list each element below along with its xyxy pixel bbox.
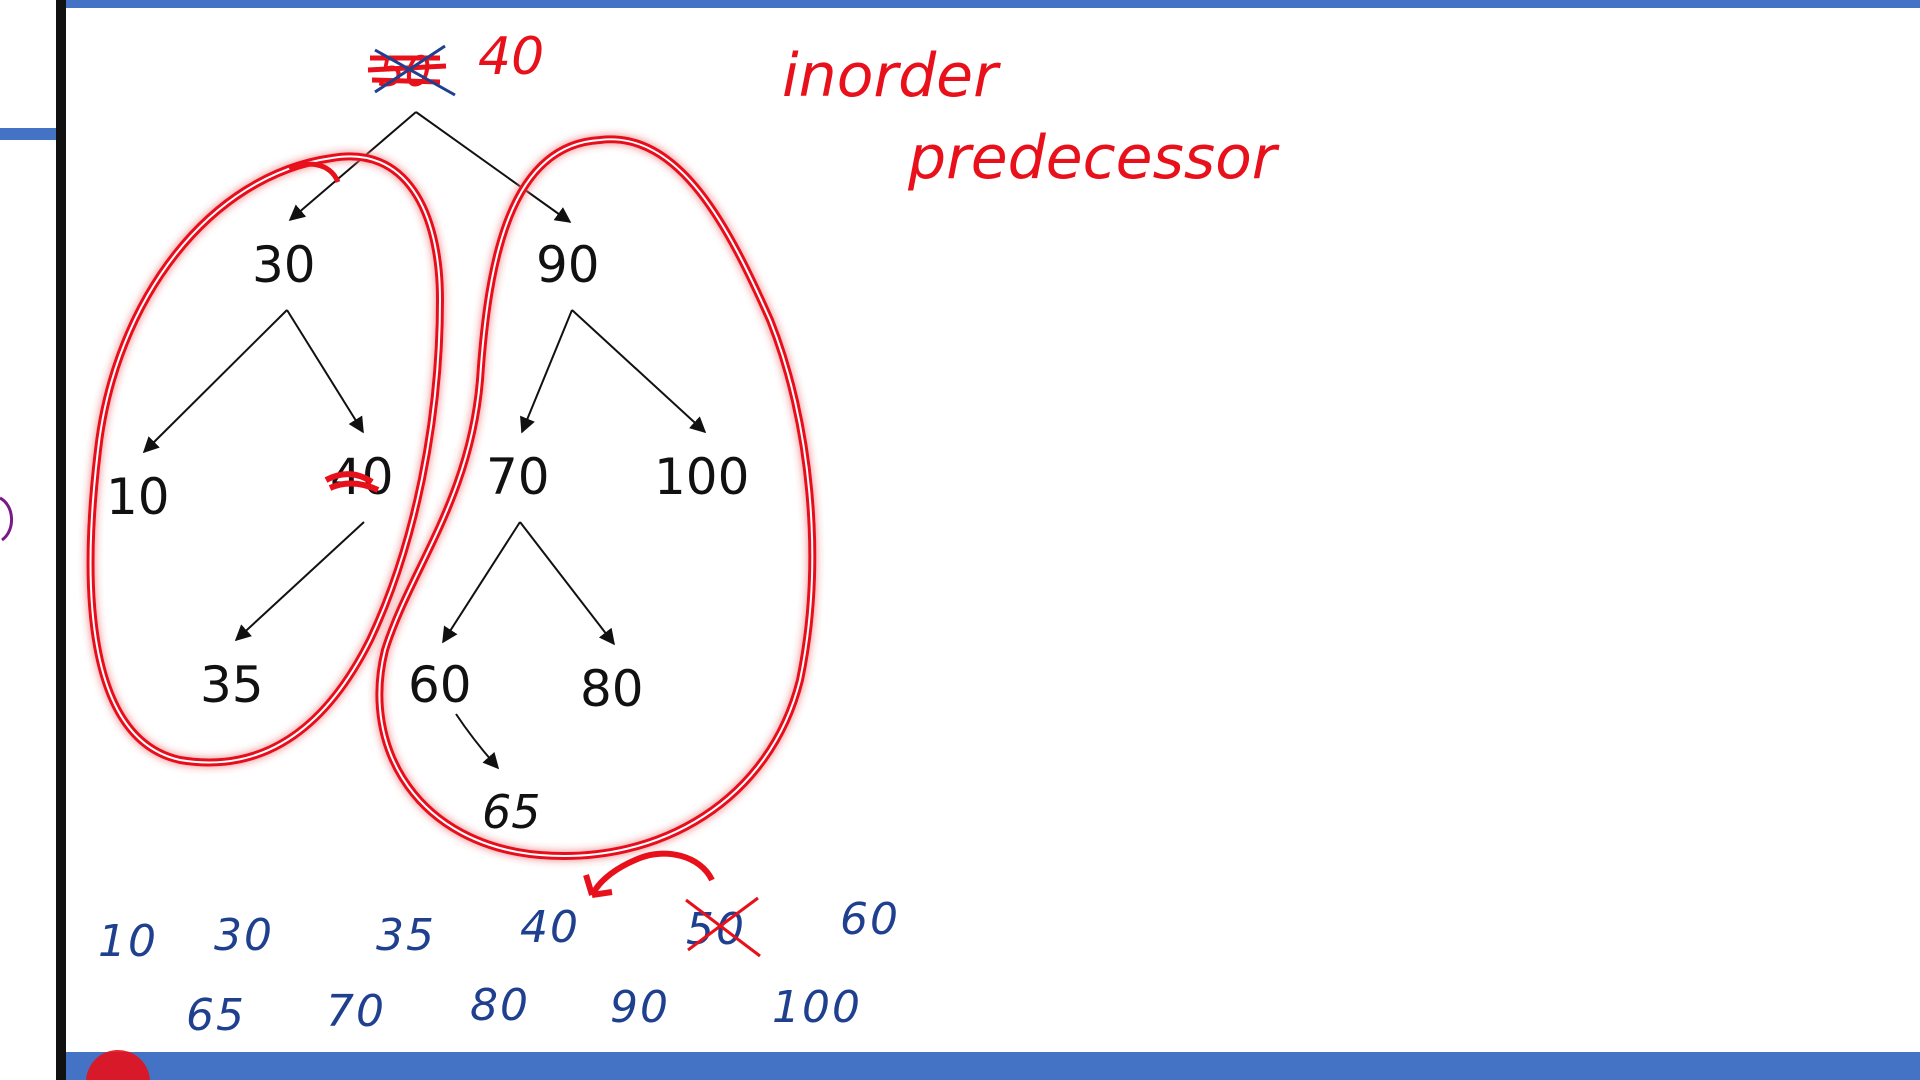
seq-item: 65: [186, 990, 246, 1041]
annotation: inorder predecessor: [782, 41, 1280, 193]
annotation-predecessor: predecessor: [907, 123, 1280, 193]
edge-90-100: [571, 309, 707, 434]
seq-item: 100: [772, 982, 862, 1033]
edge-root-30: [288, 111, 417, 222]
red-curved-arrow: [583, 850, 715, 898]
annotation-inorder: inorder: [782, 41, 1001, 111]
inorder-sequence: 10 30 35 40 50 60 65 70 80 90 100: [98, 894, 900, 1041]
seq-item: 60: [840, 894, 900, 945]
root-new-value: 40: [478, 27, 544, 87]
root-cross-mark: [374, 44, 456, 97]
bottom-slide-bar: [66, 1052, 1920, 1080]
right-subtree-loop: [375, 135, 817, 860]
edge-30-10: [142, 309, 288, 454]
node-70: 70: [486, 448, 550, 506]
node-90: 90: [536, 236, 600, 294]
edge-30-40: [286, 309, 364, 434]
node-60: 60: [408, 656, 472, 714]
seq-item: 70: [326, 986, 386, 1037]
left-subtree-loop: [86, 152, 445, 767]
seq-item: 35: [376, 910, 436, 961]
tree-nodes: 30 90 10 40 70 100 35 60 80 65: [106, 236, 749, 839]
left-slide-bar: [0, 128, 58, 140]
root-node: 50 40: [367, 27, 544, 97]
loop-top-hook: [288, 161, 341, 184]
node-10: 10: [106, 468, 170, 526]
seq-item: 80: [470, 980, 530, 1031]
seq-cross-mark: [685, 896, 761, 958]
edge-70-80: [519, 521, 615, 646]
tree-edges: [142, 111, 707, 770]
purple-ink-mark: [0, 496, 13, 542]
node-80: 80: [580, 660, 644, 718]
edge-90-70: [520, 309, 573, 434]
edge-root-90: [415, 111, 572, 223]
edge-40-35: [234, 521, 365, 642]
node-40-scribble: [324, 471, 380, 493]
seq-item: 40: [520, 902, 580, 953]
seq-item: 90: [610, 982, 670, 1033]
top-slide-bar: [66, 0, 1920, 8]
edge-70-60: [442, 521, 521, 644]
node-30: 30: [252, 236, 316, 294]
node-35: 35: [200, 656, 264, 714]
seq-item: 10: [98, 916, 158, 967]
edge-60-65: [455, 713, 500, 770]
seq-item: 30: [214, 910, 274, 961]
left-border: [56, 0, 66, 1080]
node-100: 100: [654, 448, 749, 506]
bottom-logo-mark: [86, 1050, 150, 1080]
node-65: 65: [482, 785, 541, 839]
